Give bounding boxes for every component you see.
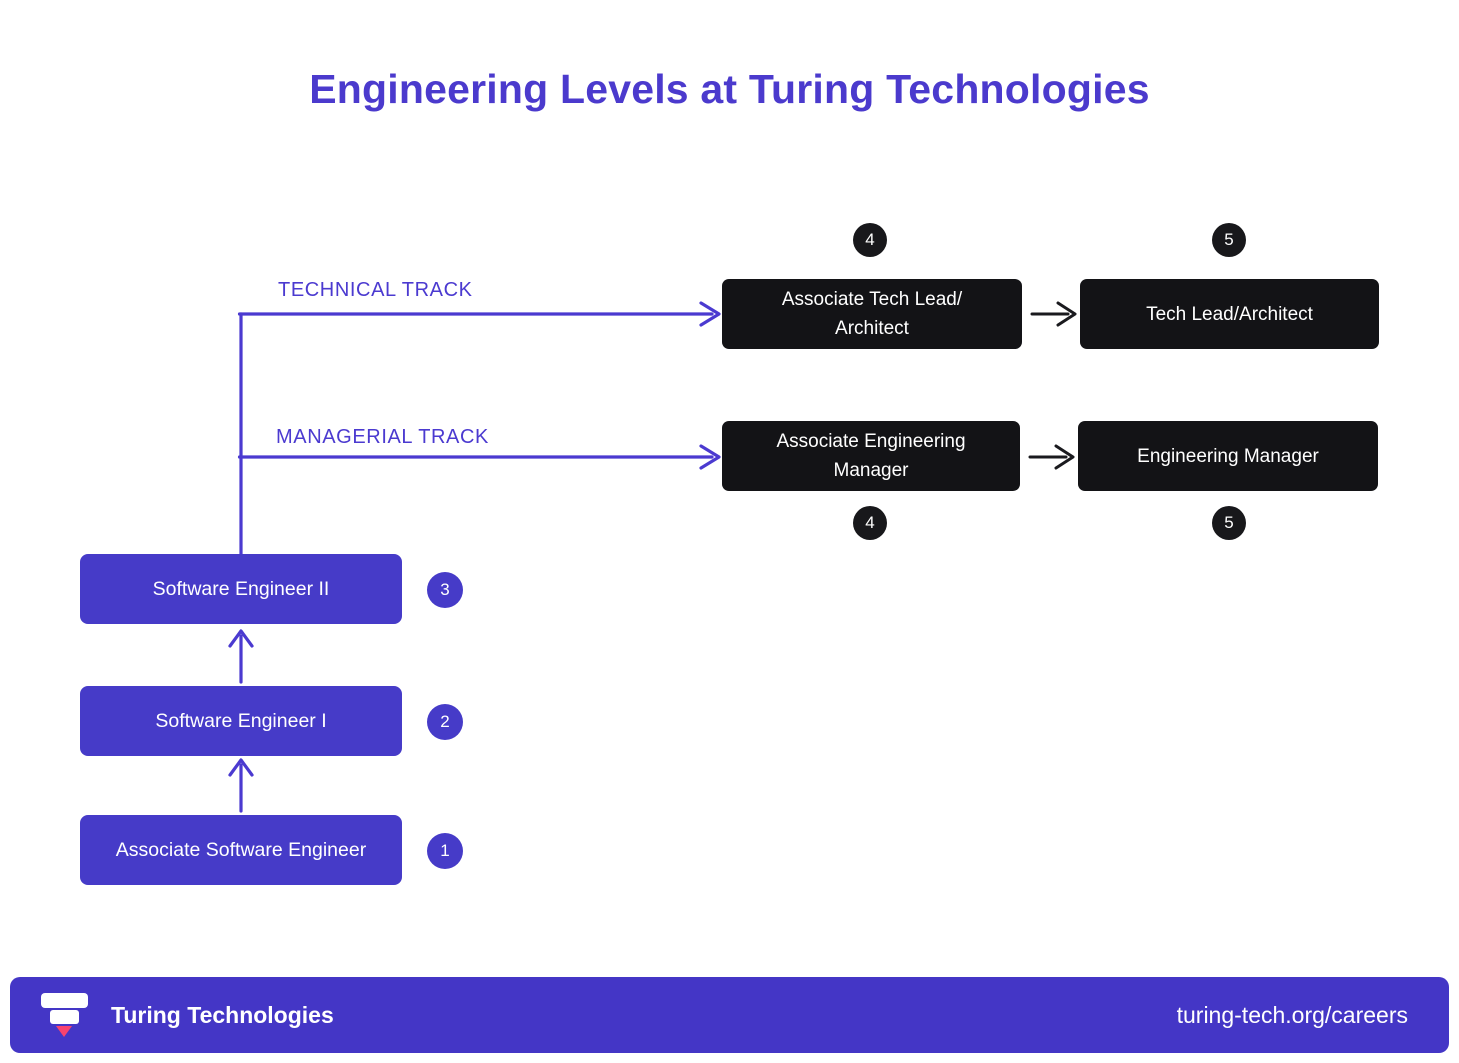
role-box-eng-manager: Engineering Manager <box>1078 421 1378 491</box>
page-title: Engineering Levels at Turing Technologie… <box>309 66 1150 112</box>
footer-bar: Turing Technologies turing-tech.org/care… <box>10 977 1449 1053</box>
up-arrowhead-se1-icon <box>228 758 254 777</box>
level-badge-3: 3 <box>427 572 463 608</box>
level-badge-2: 2 <box>427 704 463 740</box>
role-label-line: Architect <box>835 318 909 339</box>
careers-url: turing-tech.org/careers <box>1176 1001 1408 1028</box>
level-badge-tech-5: 5 <box>1212 223 1246 257</box>
role-box-associate-software-engineer: Associate Software Engineer <box>80 815 402 885</box>
technical-track-label: TECHNICAL TRACK <box>278 279 473 301</box>
role-label-line: Associate Software Engineer <box>115 838 367 861</box>
black-arrowhead-tech-icon <box>1056 301 1077 327</box>
role-box-software-engineer-2: Software Engineer II <box>80 554 402 624</box>
brand-group: Turing Technologies <box>40 993 334 1037</box>
managerial-track-label: MANAGERIAL TRACK <box>276 426 489 448</box>
level-badge-1: 1 <box>427 833 463 869</box>
brand-name: Turing Technologies <box>111 1001 334 1028</box>
up-arrowhead-se2-icon <box>228 629 254 648</box>
role-box-tech-lead: Tech Lead/Architect <box>1080 279 1379 349</box>
role-label-line: Manager <box>833 460 909 481</box>
role-label-line: Software Engineer I <box>155 709 327 732</box>
level-badge-tech-4: 4 <box>853 223 887 257</box>
role-label-line: Associate Engineering <box>776 431 966 452</box>
role-label-line: Engineering Manager <box>1137 445 1319 467</box>
role-box-associate-tech-lead: Associate Tech Lead/ Architect <box>722 279 1022 349</box>
role-box-associate-eng-manager: Associate Engineering Manager <box>722 421 1020 491</box>
role-box-software-engineer-1: Software Engineer I <box>80 686 402 756</box>
role-label-line: Tech Lead/Architect <box>1146 303 1313 325</box>
turing-logo-icon <box>40 993 88 1037</box>
technical-arrowhead-icon <box>699 301 721 327</box>
role-label-line: Associate Tech Lead/ <box>781 289 963 310</box>
role-label-line: Software Engineer II <box>152 577 330 600</box>
level-badge-mgr-4: 4 <box>853 506 887 540</box>
logo-bar-top <box>40 993 88 1008</box>
level-badge-mgr-5: 5 <box>1212 506 1246 540</box>
logo-triangle <box>56 1026 72 1037</box>
logo-bar-middle <box>49 1010 79 1024</box>
managerial-arrowhead-icon <box>699 444 721 470</box>
black-arrowhead-mgr-icon <box>1054 444 1075 470</box>
